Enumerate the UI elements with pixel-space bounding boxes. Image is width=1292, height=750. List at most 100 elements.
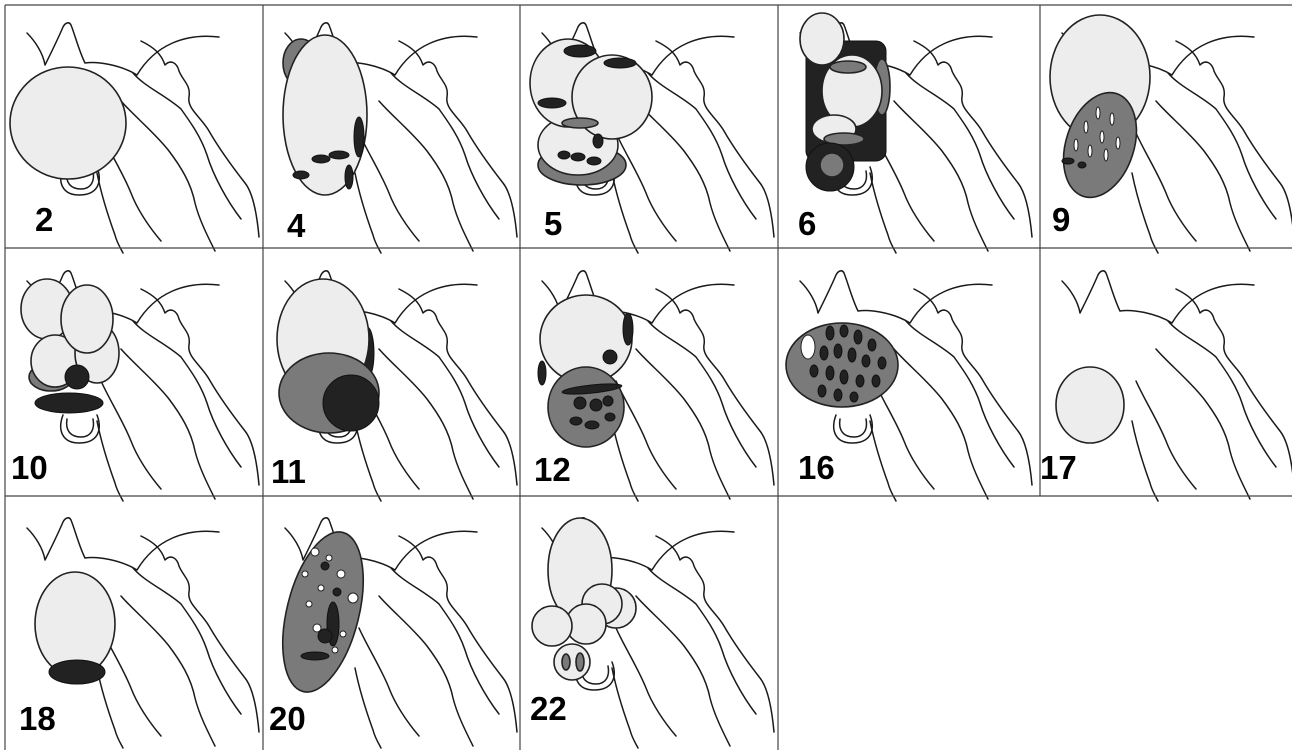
spot — [570, 417, 582, 425]
spot — [848, 348, 856, 362]
spot — [1104, 149, 1108, 161]
spot — [333, 588, 341, 596]
sac — [10, 67, 126, 179]
panel-label: 12 — [534, 451, 571, 488]
panel-5: 5 — [530, 23, 774, 253]
spot — [801, 335, 815, 359]
ball-center — [820, 153, 844, 177]
panel-label: 5 — [544, 205, 562, 242]
spot — [587, 157, 601, 165]
spot — [306, 601, 312, 607]
spot — [329, 151, 349, 159]
spot — [840, 325, 848, 337]
panel-12: 12 — [534, 271, 774, 501]
panel-20: 20 — [268, 518, 517, 748]
sac — [800, 13, 844, 65]
ball — [65, 365, 89, 389]
spot — [348, 593, 358, 603]
spot — [862, 355, 870, 367]
spot — [593, 134, 603, 148]
spot — [590, 399, 602, 411]
spot — [354, 117, 364, 157]
panel-label: 18 — [19, 700, 56, 737]
spot — [318, 585, 324, 591]
spot — [604, 58, 636, 68]
spot — [605, 413, 615, 421]
spot — [337, 570, 345, 578]
panel-17: 17 — [1040, 271, 1292, 501]
spot — [1084, 121, 1088, 133]
spot — [1062, 158, 1074, 164]
panel-label: 11 — [271, 453, 306, 490]
spot — [302, 571, 308, 577]
panel-10: 10 — [11, 271, 259, 501]
spot — [850, 392, 858, 402]
spot — [312, 155, 330, 163]
spot — [1110, 113, 1114, 125]
spot — [585, 421, 599, 429]
spot — [571, 153, 585, 161]
panel-11: 11 — [271, 271, 517, 501]
sac — [548, 367, 624, 447]
bar — [301, 652, 329, 660]
spot — [293, 171, 309, 179]
spot — [538, 98, 566, 108]
sac — [268, 524, 378, 701]
side — [538, 361, 546, 385]
panel-label: 16 — [798, 449, 835, 486]
spot — [872, 375, 880, 387]
spot — [562, 654, 570, 670]
spot — [854, 330, 862, 344]
sac — [61, 285, 113, 353]
spot — [558, 151, 570, 159]
band — [830, 61, 866, 73]
spot — [840, 370, 848, 384]
spot — [826, 326, 834, 340]
spot — [834, 389, 842, 401]
spot — [878, 357, 886, 369]
spot — [868, 339, 876, 351]
spot — [1078, 162, 1086, 168]
spot — [856, 375, 864, 387]
panel-18: 18 — [19, 518, 259, 748]
panel-6: 6 — [798, 13, 1032, 253]
panel-label: 17 — [1040, 449, 1077, 486]
panel-4: 4 — [283, 23, 517, 253]
panel-label: 22 — [530, 690, 567, 727]
spot — [321, 562, 329, 570]
spot — [826, 366, 834, 380]
spot — [1100, 131, 1104, 143]
ball — [318, 629, 332, 643]
panel-label: 4 — [287, 207, 306, 244]
sac — [532, 606, 572, 646]
spot — [340, 631, 346, 637]
spot — [818, 385, 826, 397]
sac — [1056, 367, 1124, 443]
spot — [564, 45, 596, 57]
spot — [562, 118, 598, 128]
spot — [311, 548, 319, 556]
spot — [1088, 145, 1092, 157]
side — [623, 313, 633, 345]
panel-label: 9 — [1052, 201, 1070, 238]
spot — [1096, 107, 1100, 119]
spot — [603, 396, 613, 406]
disc — [35, 393, 103, 413]
spot — [603, 350, 617, 364]
spot — [576, 653, 584, 671]
cap — [49, 660, 105, 684]
panel-2: 2 — [10, 23, 259, 253]
spot — [834, 344, 842, 358]
ball — [323, 375, 379, 431]
panel-9: 9 — [1050, 15, 1292, 253]
panel-label: 20 — [269, 700, 306, 737]
panel-label: 2 — [35, 201, 53, 238]
sac — [283, 35, 367, 195]
panel-label: 10 — [11, 449, 48, 486]
panel-16: 16 — [786, 271, 1032, 501]
spot — [820, 346, 828, 360]
spot — [1116, 137, 1120, 149]
spot — [345, 165, 353, 189]
spot — [810, 365, 818, 377]
